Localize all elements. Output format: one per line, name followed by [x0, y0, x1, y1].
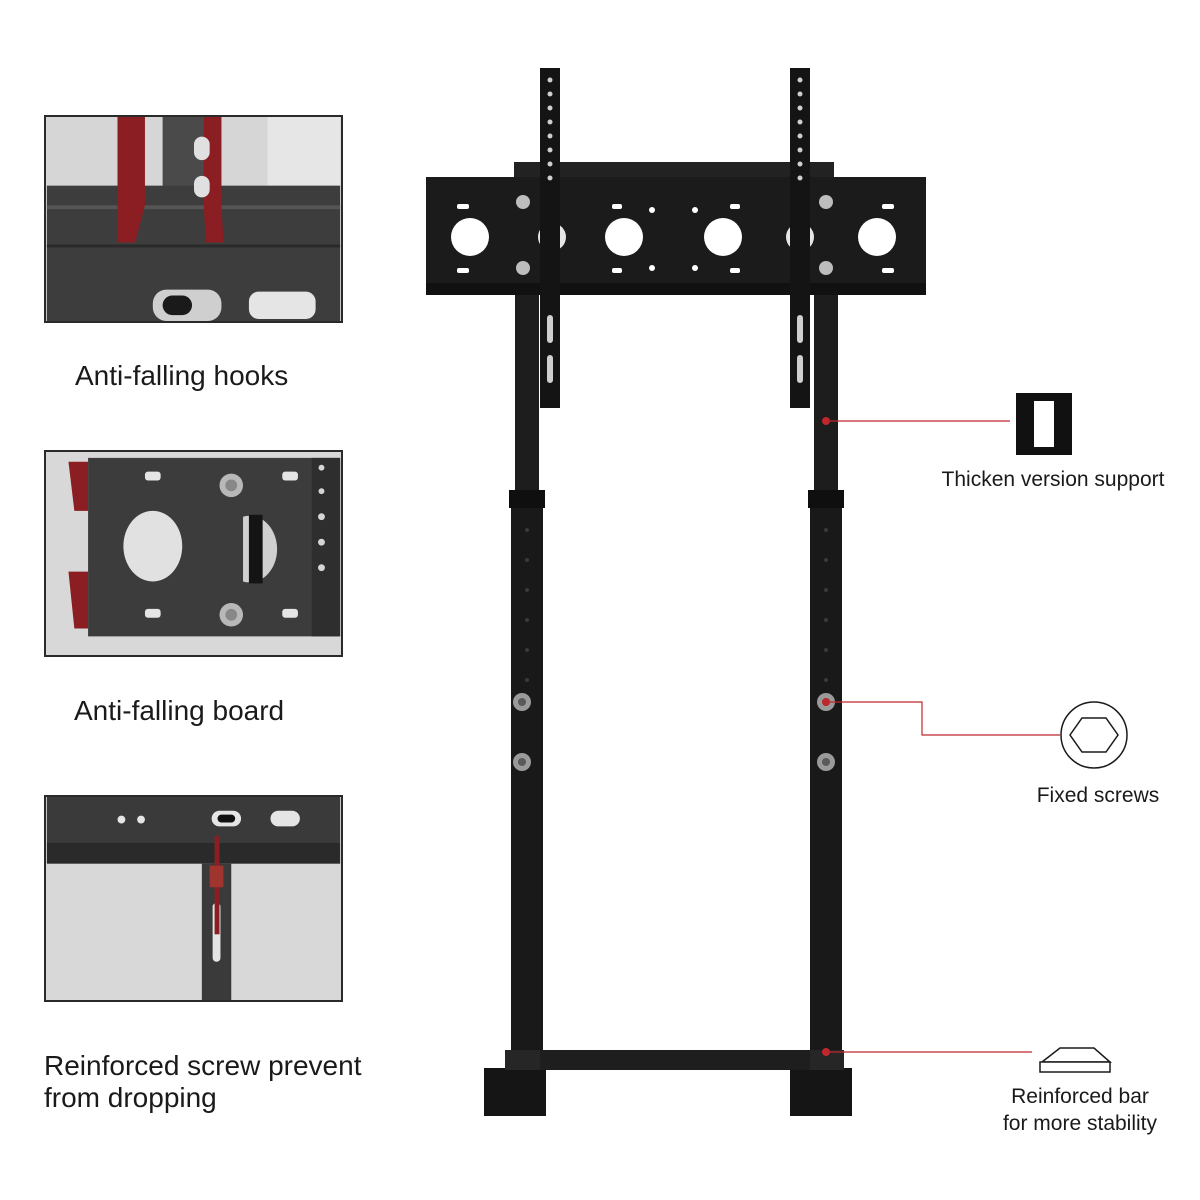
flat-bar-icon [1039, 1047, 1112, 1073]
right-upper-column [814, 290, 838, 490]
right-foot-base [806, 1050, 844, 1070]
caption-reinforced-screw: Reinforced screw prevent from dropping [44, 1050, 384, 1114]
mount-plate [426, 177, 926, 295]
callout-thicken [822, 417, 1010, 425]
reinforced-bar [540, 1050, 810, 1070]
inset-anti-falling-hooks [44, 115, 343, 323]
right-collar [808, 490, 844, 508]
label-reinforced-bar: Reinforced bar for more stability [1002, 1085, 1158, 1135]
column-screws [513, 693, 835, 771]
inset-anti-falling-board [44, 450, 343, 657]
label-thicken-support: Thicken version support [941, 468, 1165, 491]
caption-anti-falling-hooks: Anti-falling hooks [75, 360, 289, 391]
callout-bar [822, 1048, 1032, 1056]
left-foot-base [505, 1050, 543, 1070]
left-hook [117, 117, 145, 243]
callout-screws [822, 698, 1060, 736]
left-upper-column [515, 290, 539, 490]
hex-screw-icon [1060, 701, 1128, 769]
board-hook-bottom [68, 571, 89, 629]
rectangle-tube-icon [1016, 393, 1072, 455]
label-fixed-screws: Fixed screws [1036, 784, 1160, 807]
caption-reinforced-screw-text: Reinforced screw prevent from dropping [44, 1050, 362, 1113]
mount-plate-bolts [516, 195, 833, 275]
caption-anti-falling-board: Anti-falling board [74, 695, 285, 726]
left-lower-column [511, 490, 543, 1050]
left-bracket [540, 68, 560, 408]
right-foot [790, 1068, 852, 1116]
inset-reinforced-screw [44, 795, 343, 1002]
left-collar [509, 490, 545, 508]
board-hook-top [68, 461, 89, 511]
left-foot [484, 1068, 546, 1116]
bracket-holes [547, 77, 803, 383]
mount-plate-rim [426, 283, 926, 295]
column-holes [525, 528, 828, 682]
right-bracket [790, 68, 810, 408]
